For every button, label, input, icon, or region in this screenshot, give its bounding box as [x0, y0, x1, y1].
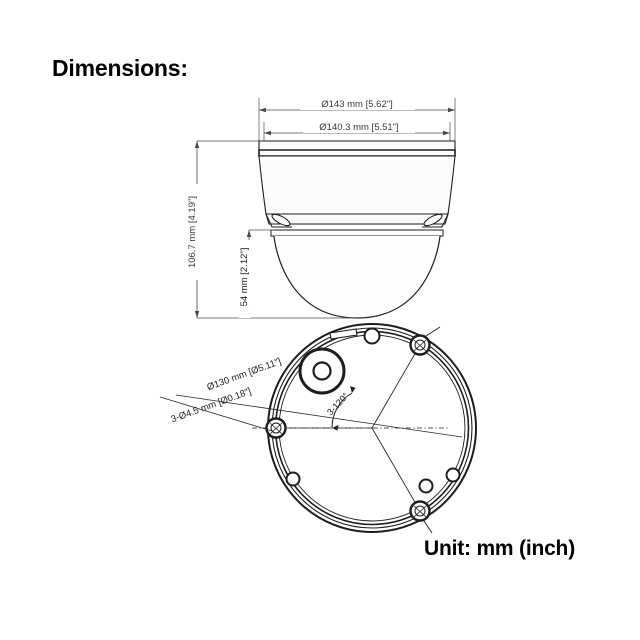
ring-notch-detail: [329, 328, 358, 340]
dim-dome-height: 54 mm [2.12"]: [239, 229, 274, 318]
cable-entry-ring: [298, 347, 346, 395]
mounting-screw-hole-upper-right: [409, 326, 441, 356]
vent-hole-lower-right: [418, 478, 434, 494]
bottom-view-group: 3-120°: [159, 323, 477, 534]
dome-bubble: [270, 229, 444, 319]
vent-hole-lower-left: [285, 471, 301, 487]
mounting-screw-hole-lower-right: [409, 500, 433, 534]
mounting-tab-slots: [271, 213, 443, 227]
dim-label-outer-diameter: Ø143 mm [5.62"]: [321, 99, 393, 110]
vent-hole-right: [445, 467, 461, 483]
side-view-group: Ø143 mm [5.62"] Ø140.3 mm [5.51"]: [186, 98, 456, 319]
mounting-screw-hole-left: [265, 417, 287, 439]
mounting-screw-holes: [265, 326, 441, 534]
dim-total-height: 106.7 mm [4.19"]: [186, 140, 357, 319]
unit-label: Unit: mm (inch): [424, 537, 575, 560]
dim-label-body-diameter: Ø140.3 mm [5.51"]: [319, 122, 398, 133]
dim-label-total-height: 106.7 mm [4.19"]: [187, 196, 198, 268]
dim-outer-diameter: Ø143 mm [5.62"]: [259, 98, 455, 113]
dim-label-dome-height: 54 mm [2.12"]: [239, 248, 250, 307]
mounting-tab-outer-edges: [265, 213, 449, 228]
vent-holes: [285, 327, 461, 494]
dim-screw-hole-spec: 3-Ø4.5 mm [Ø0.18"]: [159, 386, 273, 432]
page-title: Dimensions:: [52, 55, 188, 81]
dim-body-diameter: Ø140.3 mm [5.51"]: [264, 121, 450, 136]
camera-body-outline: [258, 140, 456, 225]
vent-hole-top: [363, 327, 381, 345]
